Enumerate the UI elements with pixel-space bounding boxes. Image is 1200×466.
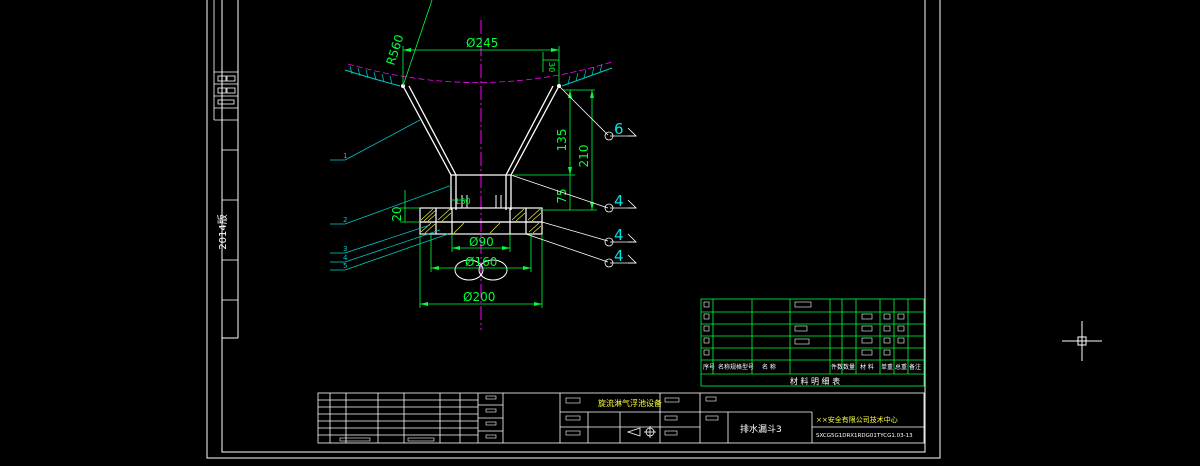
left-leader-numbers: 1 2 3 4 5 [343,152,348,270]
callout-4b: 4 [614,226,624,244]
project-name: 旋流淋气浮池设备 [598,398,662,408]
dimension-lines [400,46,597,308]
right-callout-leaders [510,85,637,268]
dimension-arrows [403,48,594,306]
left-margin-strip [213,0,238,301]
header-index: 序号 [703,363,715,371]
material-table-header: 序号 名称规格型号 名 称 件数 数量 材 料 单重 总重 备注 [703,363,921,371]
header-total-weight: 总重 [895,363,907,371]
dim-d-mid: Ø160 [465,255,497,269]
dim-gap: 30 [547,62,556,72]
leader-number: 3 [343,245,347,253]
leader-number: 2 [343,216,347,224]
header-unit-weight: 单重 [881,363,893,371]
dim-h-total: 210 [577,145,591,168]
projection-symbol-icon [626,426,656,438]
drawing-name: 排水漏斗3 [740,423,782,435]
material-table-title: 材 料 明 细 表 [790,376,840,386]
company-name: ××安全有限公司技术中心 [816,415,898,424]
dim-h-upper: 135 [555,129,569,152]
dim-d-inner: Ø90 [469,235,494,249]
dim-top-diameter: Ø245 [466,36,498,50]
side-stamp-text: 2014版 [216,214,229,249]
radius-leader [402,0,433,87]
dim-flange-thk: 20 [390,206,404,221]
header-remark: 备注 [909,363,921,371]
leader-number: 5 [343,262,347,270]
drawing-number: SXCG5G1DRX1RDG01TYCG1.03-13 [816,433,913,439]
header-name: 名 称 [762,363,776,371]
material-table [700,298,925,387]
header-spec: 名称规格型号 [718,363,754,371]
callout-6: 6 [614,120,624,138]
title-block-texts: 旋流淋气浮池设备 排水漏斗3 ××安全有限公司技术中心 SXCG5G1DRX1R… [598,398,913,439]
drawing-frame [206,0,941,459]
header-pieces: 件数 [831,363,843,371]
header-material: 材 料 [860,363,874,371]
dim-pipe-small: L50 [456,197,471,206]
crosshair-cursor-icon [1062,321,1102,361]
leader-number: 4 [343,254,348,262]
header-qty: 数量 [843,363,855,371]
material-table-cells [703,301,905,356]
right-callout-numbers: 6 4 4 4 [614,120,624,265]
callout-4c: 4 [614,247,624,265]
title-block-marks [339,395,719,442]
dim-h-lower: 75 [555,188,569,203]
dim-d-outer: Ø200 [463,290,495,304]
title-block [317,392,925,444]
funnel-part [344,20,613,330]
leader-number: 1 [343,152,347,160]
callout-4a: 4 [614,192,624,210]
left-leaders [330,119,453,271]
